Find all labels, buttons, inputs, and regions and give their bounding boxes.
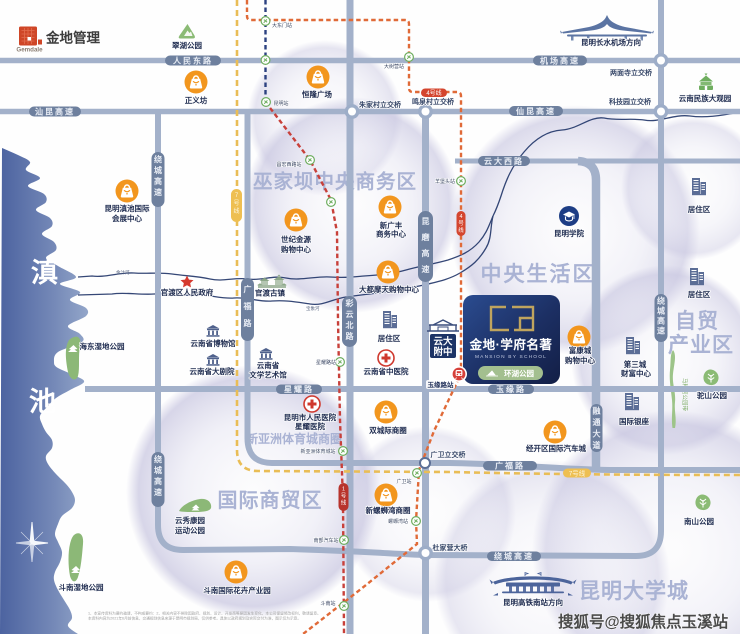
svg-text:羊堡头站: 羊堡头站 bbox=[435, 178, 455, 185]
svg-text:购物中心: 购物中心 bbox=[565, 355, 595, 365]
svg-text:昆明高铁南站方向: 昆明高铁南站方向 bbox=[503, 597, 563, 607]
svg-text:7号线: 7号线 bbox=[233, 193, 239, 215]
svg-text:大都摩天购物中心: 大都摩天购物中心 bbox=[359, 284, 419, 294]
svg-text:广卫站: 广卫站 bbox=[396, 478, 411, 485]
svg-text:云南省博物馆: 云南省博物馆 bbox=[191, 338, 236, 348]
svg-text:驼山公园: 驼山公园 bbox=[697, 390, 727, 400]
svg-text:官渡古镇: 官渡古镇 bbox=[255, 288, 285, 298]
svg-text:巫家坝中央商务区: 巫家坝中央商务区 bbox=[253, 170, 417, 193]
svg-text:中央生活区: 中央生活区 bbox=[481, 262, 596, 286]
svg-text:云南省大剧院: 云南省大剧院 bbox=[190, 366, 235, 376]
svg-text:海东湿地公园: 海东湿地公园 bbox=[80, 341, 125, 351]
svg-text:官渡区人民政府: 官渡区人民政府 bbox=[161, 287, 214, 297]
svg-text:文学艺术馆: 文学艺术馆 bbox=[249, 370, 287, 380]
svg-text:朱家村立交桥: 朱家村立交桥 bbox=[359, 100, 402, 109]
svg-text:鸣泉村立交桥: 鸣泉村立交桥 bbox=[412, 97, 455, 106]
svg-text:昆明市人民医院: 昆明市人民医院 bbox=[284, 412, 337, 422]
svg-text:昆明大学城: 昆明大学城 bbox=[579, 579, 689, 603]
svg-text:会展中心: 会展中心 bbox=[112, 213, 142, 223]
svg-text:4号线: 4号线 bbox=[458, 214, 464, 234]
svg-text:斗南站: 斗南站 bbox=[320, 600, 335, 607]
svg-text:昆明学院: 昆明学院 bbox=[554, 228, 584, 238]
svg-text:搜狐号@搜狐焦点玉溪站: 搜狐号@搜狐焦点玉溪站 bbox=[558, 612, 729, 631]
svg-text:玉缘路站: 玉缘路站 bbox=[428, 380, 455, 389]
svg-text:昆明滇池国际: 昆明滇池国际 bbox=[105, 203, 150, 213]
svg-text:国际银座: 国际银座 bbox=[619, 416, 649, 426]
svg-text:运动公园: 运动公园 bbox=[175, 525, 205, 535]
svg-text:金地·学府名著: 金地·学府名著 bbox=[469, 337, 553, 352]
svg-text:世纪金源: 世纪金源 bbox=[281, 234, 311, 244]
svg-text:玉缘路: 玉缘路 bbox=[496, 384, 526, 394]
svg-text:人民东路: 人民东路 bbox=[173, 56, 213, 66]
svg-text:自贸: 自贸 bbox=[675, 309, 719, 333]
svg-text:产业区: 产业区 bbox=[668, 333, 734, 357]
svg-text:附中: 附中 bbox=[433, 346, 452, 358]
svg-text:环湖公园: 环湖公园 bbox=[504, 368, 534, 378]
svg-text:新广丰: 新广丰 bbox=[380, 220, 403, 230]
svg-text:金汁河: 金汁河 bbox=[116, 269, 130, 276]
svg-text:新亚洲体育城站: 新亚洲体育城站 bbox=[300, 448, 335, 455]
svg-text:斗南国际花卉产业园: 斗南国际花卉产业园 bbox=[203, 585, 271, 595]
svg-text:宝象河: 宝象河 bbox=[306, 305, 320, 311]
svg-text:国际商贸区: 国际商贸区 bbox=[218, 488, 323, 512]
svg-text:云南省中医院: 云南省中医院 bbox=[364, 366, 409, 376]
svg-text:广福路: 广福路 bbox=[243, 284, 253, 328]
svg-text:星耀医院: 星耀医院 bbox=[295, 421, 325, 431]
svg-text:南部汽车站: 南部汽车站 bbox=[313, 537, 338, 544]
svg-text:螺蛳湾站: 螺蛳湾站 bbox=[388, 518, 408, 525]
svg-text:昆明长水机场方向: 昆明长水机场方向 bbox=[581, 37, 641, 47]
svg-text:本资料内容为2021年6月前信息，交通规划信息来源于昆明市规: 本资料内容为2021年6月前信息，交通规划信息来源于昆明市规划局，仅供参考。具体… bbox=[88, 616, 301, 621]
svg-text:居住区: 居住区 bbox=[688, 289, 711, 299]
svg-text:滇: 滇 bbox=[31, 258, 58, 288]
svg-text:MANSION BY SCHOOL: MANSION BY SCHOOL bbox=[475, 354, 547, 360]
svg-text:池: 池 bbox=[29, 387, 56, 417]
svg-text:马料河公园带: 马料河公园带 bbox=[681, 378, 689, 412]
svg-text:云南省: 云南省 bbox=[257, 360, 280, 370]
svg-text:恒隆广场: 恒隆广场 bbox=[302, 89, 332, 99]
svg-text:云大西路: 云大西路 bbox=[484, 156, 524, 166]
svg-text:经开区国际汽车城: 经开区国际汽车城 bbox=[526, 443, 586, 453]
svg-text:广卫立交桥: 广卫立交桥 bbox=[431, 450, 467, 459]
svg-text:斗南湿地公园: 斗南湿地公园 bbox=[59, 582, 104, 592]
svg-text:4号线: 4号线 bbox=[426, 89, 441, 97]
svg-text:仙昆高速: 仙昆高速 bbox=[516, 106, 556, 116]
svg-text:购物中心: 购物中心 bbox=[281, 244, 311, 254]
svg-text:云南民族大观园: 云南民族大观园 bbox=[679, 93, 732, 103]
svg-text:新螺蛳湾商圈: 新螺蛳湾商圈 bbox=[366, 505, 411, 515]
svg-text:第三城: 第三城 bbox=[624, 359, 647, 369]
svg-text:居住区: 居住区 bbox=[688, 204, 711, 214]
svg-text:广福路: 广福路 bbox=[495, 461, 525, 471]
svg-text:双城际商圈: 双城际商圈 bbox=[369, 425, 407, 435]
svg-text:昌宏西路站: 昌宏西路站 bbox=[276, 161, 301, 168]
svg-text:Gemdale: Gemdale bbox=[16, 47, 43, 54]
svg-text:1号线: 1号线 bbox=[341, 487, 347, 507]
svg-text:新亚洲体育城商圈: 新亚洲体育城商圈 bbox=[246, 431, 342, 446]
svg-text:商务中心: 商务中心 bbox=[376, 229, 406, 239]
svg-text:金地管理: 金地管理 bbox=[45, 30, 100, 46]
svg-text:昆明站: 昆明站 bbox=[273, 100, 288, 107]
svg-text:云大: 云大 bbox=[433, 336, 453, 348]
svg-text:两面寺立交桥: 两面寺立交桥 bbox=[610, 68, 653, 77]
svg-text:机场高速: 机场高速 bbox=[540, 56, 580, 66]
svg-text:财富中心: 财富中心 bbox=[620, 368, 651, 378]
svg-text:正义坊: 正义坊 bbox=[185, 95, 208, 105]
svg-text:1、本宣传资料为要约邀请，不构成要约：2、相关内容不排除因政: 1、本宣传资料为要约邀请，不构成要约：2、相关内容不排除因政府、规划、设计、开发… bbox=[88, 611, 321, 616]
svg-text:南山公园: 南山公园 bbox=[684, 516, 714, 526]
svg-text:大树营站: 大树营站 bbox=[384, 63, 404, 70]
svg-text:大东门站: 大东门站 bbox=[272, 22, 292, 29]
svg-text:云秀康园: 云秀康园 bbox=[175, 515, 205, 525]
svg-text:星耀路: 星耀路 bbox=[284, 384, 314, 394]
svg-text:科技园立交桥: 科技园立交桥 bbox=[609, 97, 652, 106]
svg-text:7号线: 7号线 bbox=[569, 469, 586, 478]
svg-text:汕昆高速: 汕昆高速 bbox=[35, 107, 75, 117]
svg-text:星耀路站: 星耀路站 bbox=[316, 359, 336, 366]
svg-text:翠湖公园: 翠湖公园 bbox=[172, 40, 202, 50]
svg-text:居住区: 居住区 bbox=[378, 333, 401, 343]
svg-text:绕城高速: 绕城高速 bbox=[494, 551, 534, 561]
svg-text:富康城: 富康城 bbox=[569, 345, 592, 355]
svg-text:杜家营大桥: 杜家营大桥 bbox=[433, 543, 469, 552]
